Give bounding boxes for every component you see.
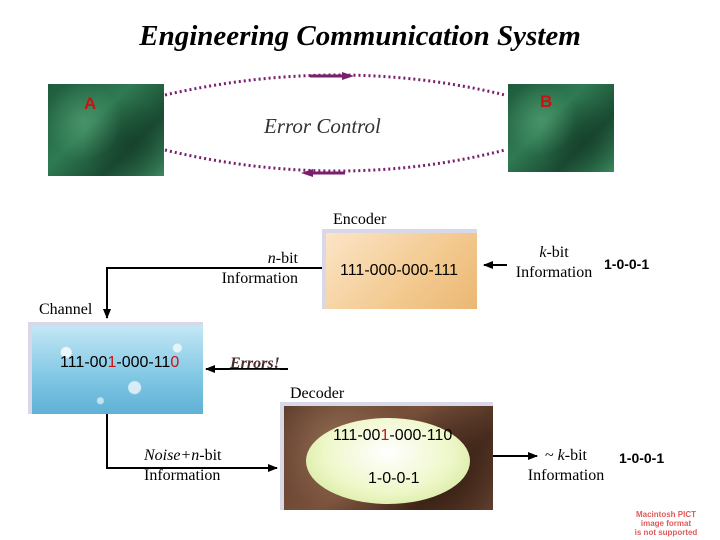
page-title: Engineering Communication System [139,20,581,52]
encoder-label: Encoder [333,211,387,228]
decoder-received-codeword: 111-001-000-110 [333,427,452,445]
decoder-oval [306,418,470,504]
encoder-codeword: 111-000-000-111 [340,262,459,279]
node-a-image [48,84,164,176]
decoder-label: Decoder [290,385,345,402]
node-b-label: B [540,92,553,111]
n-bit-suffix: -bit [275,250,298,267]
n-bit-info-label: n-bit Information [210,249,298,289]
encoder-box [322,229,477,309]
n-symbol: n [267,250,276,267]
encoder-to-channel-arrow [103,267,322,319]
node-b-image [508,84,614,172]
approx-symbol: ~ [545,447,558,464]
channel-code-part-1: 111-00 [60,354,108,371]
decoder-code-part-2: -000-110 [389,427,453,444]
decoder-error-bit: 1 [380,427,390,444]
k-bit-suffix: -bit [546,244,569,261]
source-bits: 1-0-0-1 [604,256,650,272]
output-info-label: ~ k-bit Information [522,446,610,486]
channel-box [28,322,203,414]
channel-error-bit-1: 1 [107,354,117,371]
pict-notice-line-2: image format [640,519,692,528]
output-bits: 1-0-0-1 [619,450,665,466]
error-control-arc-top [164,73,506,97]
errors-label: Errors! [230,355,280,372]
noise-info-line2: Information [144,467,221,484]
noise-text: Noise+ [144,447,192,464]
pict-unsupported-notice: Macintosh PICT image format is not suppo… [622,510,710,537]
k-symbol: k [539,244,547,261]
node-a-label: A [84,94,97,113]
noise-bit-suffix: -bit [199,447,222,464]
channel-to-decoder-arrow [106,414,278,472]
decoder-decoded-bits: 1-0-0-1 [368,470,420,487]
channel-code-part-2: -000-11 [116,354,171,371]
error-control-label: Error Control [264,114,381,138]
output-info-line2: Information [527,467,605,484]
k-bit-info-label: k-bit Information [510,243,598,283]
noise-info-label: Noise+n-bit Information [144,446,221,486]
n-bit-info-line2: Information [221,270,298,287]
channel-received-codeword: 111-001-000-110 [60,354,179,372]
output-k-symbol: k [557,447,565,464]
k-bit-info-line2: Information [515,264,593,281]
channel-error-bit-2: 0 [170,354,180,371]
noise-n-symbol: n [191,447,200,464]
pict-notice-line-3: is not supported [634,528,698,537]
output-bit-suffix: -bit [564,447,587,464]
decoder-code-part-1: 111-00 [333,427,381,444]
error-control-arc-bottom [164,148,506,173]
channel-label: Channel [39,301,93,318]
pict-notice-line-1: Macintosh PICT [635,510,696,519]
